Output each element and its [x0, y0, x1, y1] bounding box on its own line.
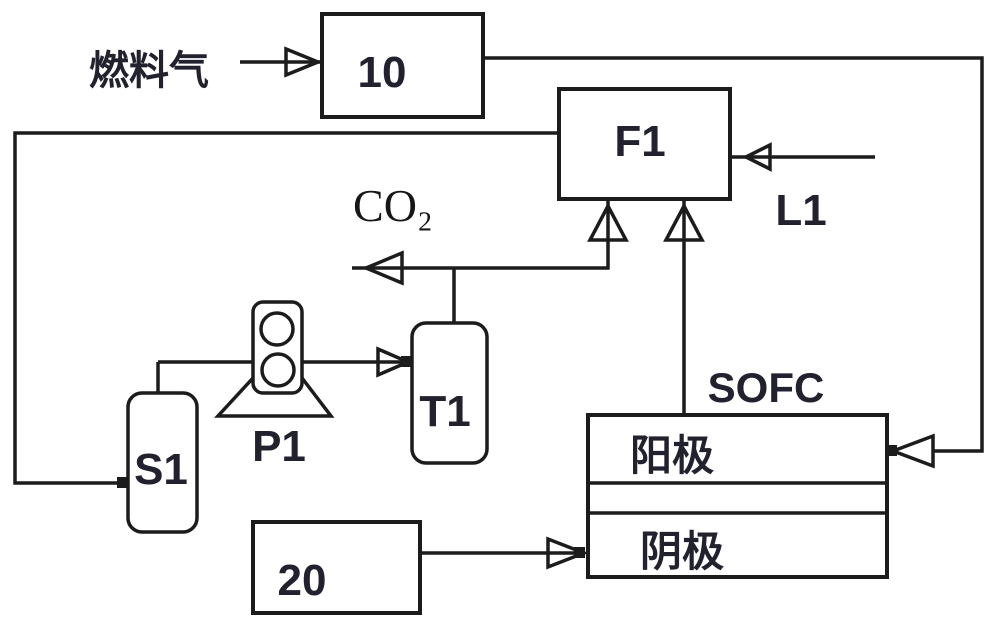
- l1-label: L1: [775, 186, 827, 235]
- f1-bottom-right-arrowhead-icon: [663, 202, 705, 242]
- unit-20-label: 20: [277, 556, 327, 605]
- cathode-inlet-arrowhead-icon: [546, 536, 589, 570]
- f1-label: F1: [614, 117, 666, 166]
- unit-20-box: [251, 520, 422, 615]
- pump-lower-circle-icon: [260, 352, 296, 388]
- co2-label: CO₂: [353, 180, 433, 231]
- p1-label: P1: [252, 422, 306, 471]
- sofc-stack: [586, 413, 889, 579]
- cathode-label: 阴极: [639, 528, 725, 575]
- unit10-to-anode-pipe: [483, 56, 984, 453]
- s1-tank: [126, 391, 199, 534]
- t1-label: T1: [419, 387, 471, 436]
- cathode-inlet-dot: [574, 547, 585, 558]
- f1-box: [557, 87, 732, 201]
- fuel-gas-label: 燃料气: [89, 49, 209, 93]
- f1-bottom-left-arrowhead-icon: [587, 202, 629, 242]
- unit-10-label: 10: [357, 48, 407, 97]
- l1-arrowhead-icon: [742, 142, 772, 172]
- co2-outlet-arrowhead-icon: [361, 250, 404, 286]
- pump-body-icon: [251, 300, 304, 395]
- pump-upper-circle-icon: [259, 311, 295, 347]
- t1-tank: [410, 321, 489, 465]
- t1-inlet-arrowhead-icon: [376, 346, 413, 378]
- s1-label: S1: [134, 445, 188, 494]
- anode-inlet-dot: [886, 445, 897, 456]
- t1-inlet-dot: [401, 356, 412, 367]
- unit-10-box: [320, 12, 485, 119]
- anode-inlet-arrowhead-icon: [888, 433, 935, 469]
- f1-to-s1-pipe: [13, 131, 559, 485]
- fuel-gas-arrowhead-icon: [284, 46, 323, 78]
- anode-label: 阳极: [629, 432, 715, 479]
- co2-header-pipe: [352, 199, 610, 270]
- sofc-label: SOFC: [707, 364, 825, 411]
- s1-inlet-dot: [117, 477, 128, 488]
